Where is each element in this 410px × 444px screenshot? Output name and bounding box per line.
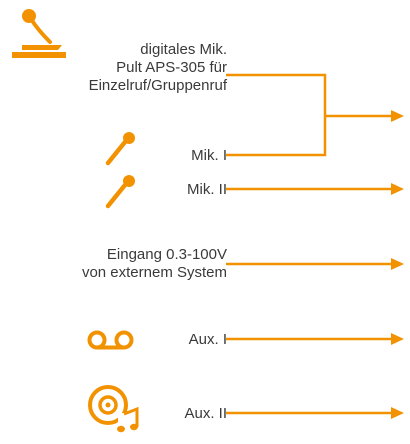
console-label: digitales Mik. Pult APS-305 für Einzelru… bbox=[89, 41, 227, 95]
mic2-label: Mik. II bbox=[187, 181, 227, 198]
arrowhead bbox=[391, 183, 404, 195]
arrowhead bbox=[391, 258, 404, 270]
microphone-icon bbox=[105, 175, 135, 209]
arrowhead bbox=[391, 110, 404, 122]
arrowhead bbox=[391, 333, 404, 345]
cassette-tape-icon bbox=[87, 330, 134, 350]
external-input-label: Eingang 0.3-100V von externem System bbox=[82, 246, 227, 282]
cd-music-icon bbox=[88, 385, 139, 433]
console-line bbox=[226, 73, 327, 157]
aux2-label: Aux. II bbox=[184, 405, 227, 422]
mic1-label: Mik. I bbox=[191, 147, 227, 164]
console-label-line-3: Einzelruf/Gruppenruf bbox=[88, 77, 227, 94]
console-label-line-2: Pult APS-305 für bbox=[116, 59, 227, 76]
microphone-icon bbox=[105, 132, 135, 166]
arrowhead bbox=[391, 407, 404, 419]
external-label-line-1: Eingang 0.3-100V bbox=[106, 246, 227, 263]
aux1-label: Aux. I bbox=[188, 331, 227, 348]
external-label-line-2: von externem System bbox=[81, 264, 227, 281]
desk-microphone-icon bbox=[12, 9, 66, 58]
console-label-line-1: digitales Mik. bbox=[140, 41, 227, 58]
